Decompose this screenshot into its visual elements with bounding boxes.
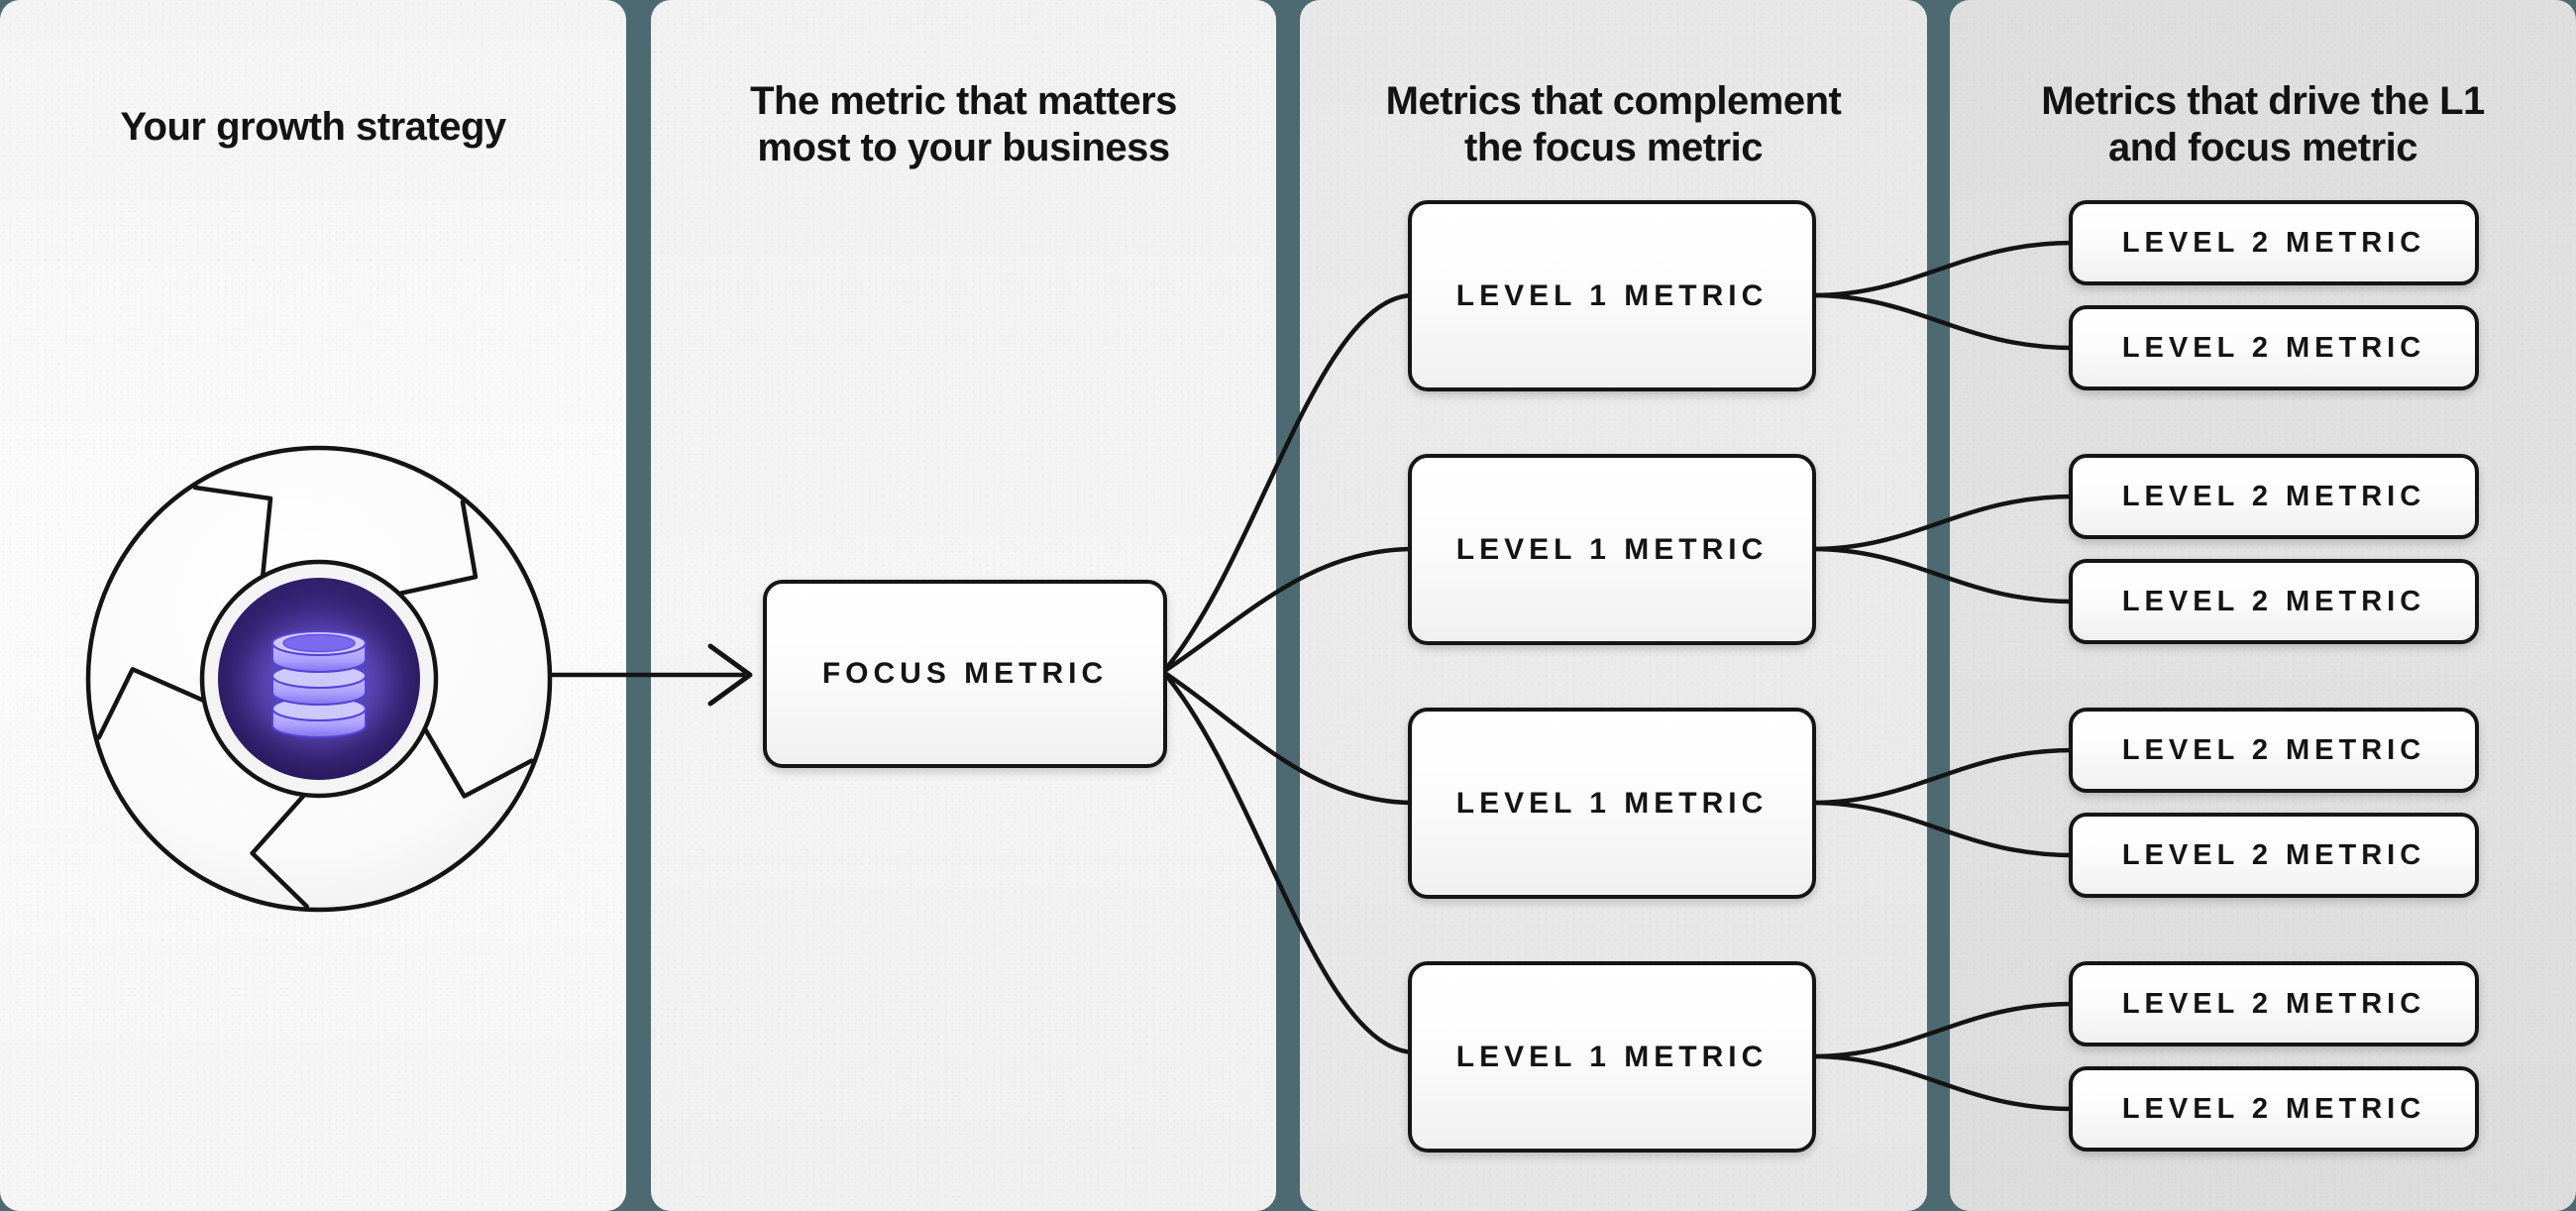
level1-metric-label: LEVEL 1 METRIC [1455, 278, 1769, 312]
panel-title-line: most to your business [757, 126, 1170, 170]
panel-title-level2-metrics: Metrics that drive the L1 and focus metr… [1950, 78, 2576, 171]
level1-metric-label: LEVEL 1 METRIC [1455, 786, 1769, 820]
level1-metric-node-2: LEVEL 1 METRIC [1408, 454, 1816, 645]
level2-metric-node-1: LEVEL 2 METRIC [2069, 200, 2479, 285]
level2-metric-label: LEVEL 2 METRIC [2121, 226, 2426, 259]
level1-metric-node-4: LEVEL 1 METRIC [1408, 961, 1816, 1153]
level1-metric-node-3: LEVEL 1 METRIC [1408, 708, 1816, 899]
panel-title-line: Your growth strategy [120, 105, 506, 150]
level2-metric-node-4: LEVEL 2 METRIC [2069, 559, 2479, 644]
level2-metric-node-2: LEVEL 2 METRIC [2069, 305, 2479, 390]
level1-metric-label: LEVEL 1 METRIC [1455, 1040, 1769, 1073]
focus-metric-node: FOCUS METRIC [763, 580, 1167, 768]
panel-title-level1-metrics: Metrics that complement the focus metric [1300, 78, 1927, 171]
panel-title-line: the focus metric [1464, 126, 1763, 170]
level1-metric-label: LEVEL 1 METRIC [1455, 532, 1769, 566]
panel-title-line: Metrics that complement [1385, 79, 1842, 124]
level2-metric-label: LEVEL 2 METRIC [2121, 1092, 2426, 1125]
panel-title-line: Metrics that drive the L1 [2041, 79, 2485, 124]
panel-growth-strategy: Your growth strategy [0, 0, 626, 1211]
level2-metric-label: LEVEL 2 METRIC [2121, 480, 2426, 512]
level2-metric-node-7: LEVEL 2 METRIC [2069, 961, 2479, 1046]
panel-title-line: and focus metric [2107, 126, 2418, 170]
level2-metric-node-3: LEVEL 2 METRIC [2069, 454, 2479, 539]
level2-metric-node-8: LEVEL 2 METRIC [2069, 1066, 2479, 1152]
level2-metric-label: LEVEL 2 METRIC [2121, 585, 2426, 617]
level2-metric-node-6: LEVEL 2 METRIC [2069, 813, 2479, 898]
panel-title-focus-metric: The metric that matters most to your bus… [651, 78, 1276, 171]
level2-metric-label: LEVEL 2 METRIC [2121, 733, 2426, 766]
level2-metric-label: LEVEL 2 METRIC [2121, 987, 2426, 1020]
level1-metric-node-1: LEVEL 1 METRIC [1408, 200, 1816, 391]
level2-metric-label: LEVEL 2 METRIC [2121, 838, 2426, 871]
level2-metric-node-5: LEVEL 2 METRIC [2069, 708, 2479, 793]
panel-title-line: The metric that matters [750, 79, 1177, 124]
panel-title-growth-strategy: Your growth strategy [0, 104, 626, 151]
focus-metric-label: FOCUS METRIC [821, 657, 1109, 690]
level2-metric-label: LEVEL 2 METRIC [2121, 331, 2426, 364]
